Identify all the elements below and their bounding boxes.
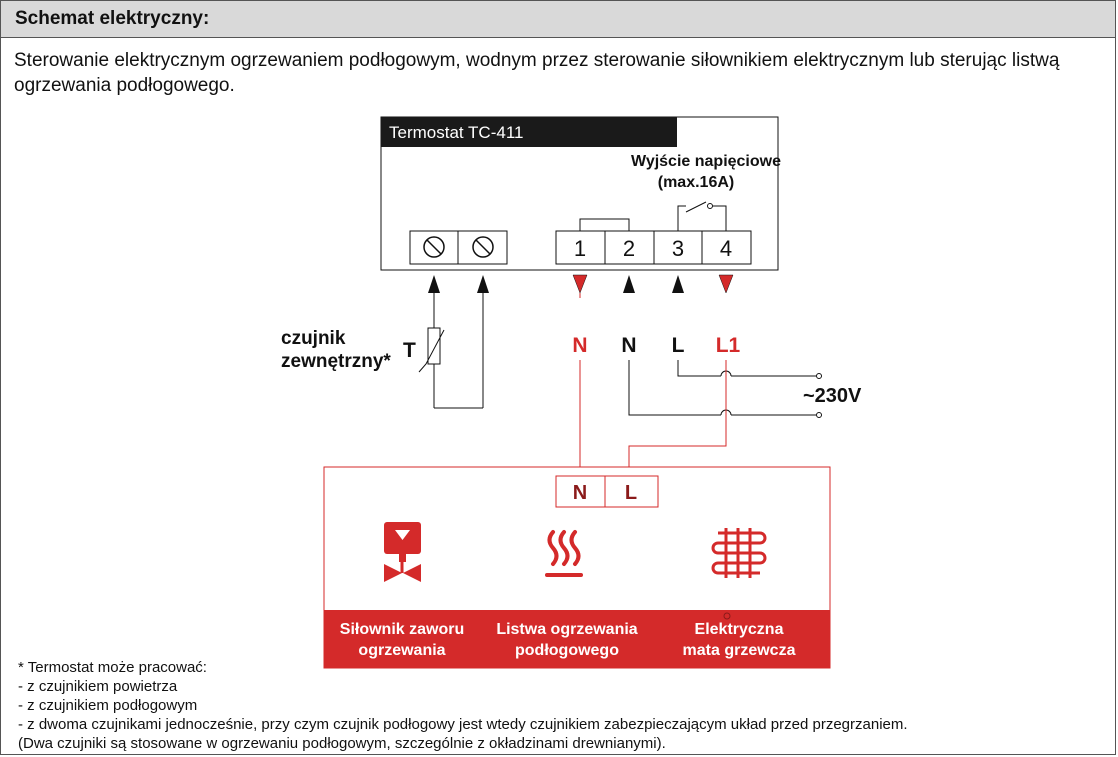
screw-icon (423, 236, 445, 258)
relay-contact-icon (677, 201, 727, 231)
footnote-line: * Termostat może pracować: (18, 659, 207, 676)
load-terminal-block (555, 475, 659, 508)
device-2-label-line1: Listwa ogrzewania (496, 621, 637, 638)
wire-label-n-red: N (572, 334, 587, 357)
sensor-arrow-1 (428, 275, 440, 293)
supply-terminal-l (816, 373, 822, 379)
device-3-label-line1: Elektryczna (695, 621, 784, 638)
terminal-1-arrow (572, 274, 588, 294)
intro-text: Sterowanie elektrycznym ogrzewaniem podł… (14, 50, 1060, 96)
thermistor-icon (418, 327, 445, 373)
screw-icon (472, 236, 494, 258)
device-1-label-line2: ogrzewania (358, 642, 445, 659)
thermostat-title-bar (381, 117, 677, 147)
wire-label-l1-red: L1 (716, 334, 741, 357)
supply-wire-l (677, 360, 721, 377)
device-3-label-line2: mata grzewcza (683, 642, 796, 659)
internal-bridge (579, 218, 630, 231)
terminal-2-arrow (623, 275, 635, 293)
supply-label: ~230V (803, 385, 862, 407)
supply-terminal-n (816, 412, 822, 418)
terminal-4-label: 4 (720, 236, 732, 261)
load-terminal-n: N (573, 482, 587, 504)
terminal-3-arrow (672, 275, 684, 293)
thermostat-title: Termostat TC-411 (389, 123, 523, 142)
sensor-symbol: T (403, 339, 416, 362)
load-terminal-l: L (625, 482, 637, 504)
output-label-line1: Wyjście napięciowe (631, 153, 781, 170)
section-header: Schemat elektryczny: (1, 1, 1115, 38)
output-label-line2: (max.16A) (658, 174, 734, 191)
terminal-3-label: 3 (672, 236, 684, 261)
footnotes: * Termostat może pracować: - z czujnikie… (18, 658, 908, 753)
valve-actuator-icon (384, 522, 421, 582)
device-label-bar (324, 610, 830, 668)
heating-mat-icon (711, 528, 767, 578)
section-title: Schemat elektryczny: (15, 8, 210, 29)
heating-strip-icon (545, 530, 583, 577)
terminal-1-label: 1 (574, 236, 586, 261)
load-wire-l (628, 360, 727, 476)
terminal-2-label: 2 (623, 236, 635, 261)
wire-label-n-black: N (621, 334, 636, 357)
device-2-label-line2: podłogowego (515, 642, 619, 659)
device-1-label-line1: Siłownik zaworu (340, 621, 464, 638)
footnote-line: - z dwoma czujnikami jednocześnie, przy … (18, 716, 908, 733)
wire-label-l-black: L (672, 334, 685, 357)
footnote-line: - z czujnikiem podłogowym (18, 697, 198, 714)
sensor-label-line1: czujnik (281, 328, 346, 349)
sensor-label-line2: zewnętrzny* (281, 351, 391, 372)
sensor-arrow-2 (477, 275, 489, 293)
footnote-line: - z czujnikiem powietrza (18, 678, 178, 695)
supply-wire-n (628, 360, 721, 416)
footnote-line: (Dwa czujniki są stosowane w ogrzewaniu … (18, 735, 666, 752)
terminal-4-arrow (718, 274, 734, 294)
